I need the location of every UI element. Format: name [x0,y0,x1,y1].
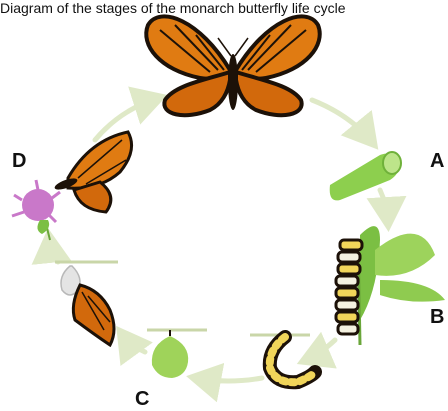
stage-label-a: A [430,150,444,173]
arrow-pupa-to-chrysalis [196,378,262,381]
emerging-butterfly-icon [55,262,118,345]
butterfly-on-flower-icon [12,132,132,240]
adult-butterfly-icon [146,16,319,115]
arrow-caterpillar-to-pupa [306,340,335,360]
stage-label-c: C [135,388,149,411]
arrow-chrysalis-to-emerging [122,334,145,352]
stage-label-d: D [12,150,26,173]
stage-label-b: B [430,306,444,329]
arrow-adult-to-egg [312,100,372,142]
chrysalis-stage-icon [147,330,207,378]
caterpillar-stage-icon [336,226,445,345]
arrow-emerging-to-flower [49,238,58,262]
arrow-egg-to-caterpillar [380,190,388,222]
egg-stage-icon [330,152,401,200]
